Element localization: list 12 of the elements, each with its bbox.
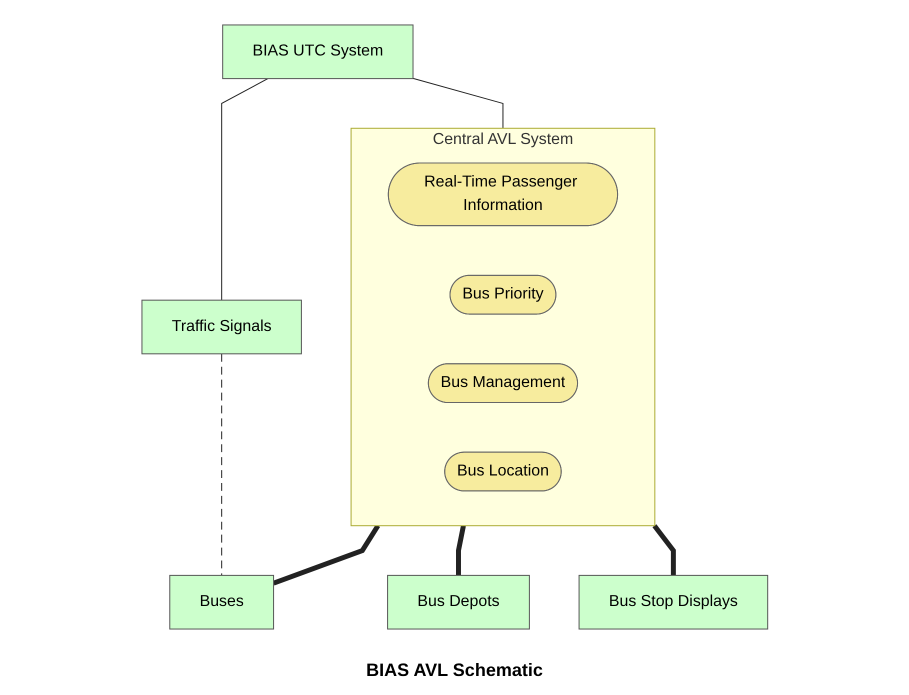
connector [652,524,676,576]
node-box: BIAS UTC System [222,24,414,80]
caption: BIAS AVL Schematic [366,660,543,681]
node-box: Bus Stop Displays [578,574,768,630]
connector [456,525,466,576]
connector [220,78,268,301]
node-box: Traffic Signals [141,300,302,354]
connector [272,524,380,586]
connector [412,78,504,129]
connector [220,353,222,576]
node-box: Bus Depots [386,574,530,630]
node-box: Buses [168,574,274,630]
